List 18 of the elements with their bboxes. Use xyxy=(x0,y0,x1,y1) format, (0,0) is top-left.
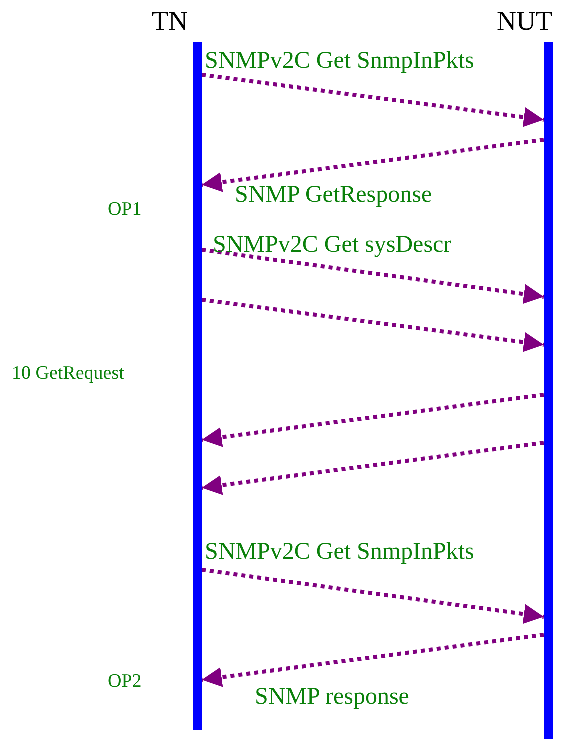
edge-label: SNMPv2C Get SnmpInPkts xyxy=(205,48,474,74)
edge-label: SNMP response xyxy=(255,684,410,710)
lifeline-heading: NUT xyxy=(497,6,552,36)
phase-label: OP2 xyxy=(108,671,142,693)
message-arrow xyxy=(202,633,544,688)
lifeline-heading: TN xyxy=(152,6,188,36)
message-arrow xyxy=(202,393,544,448)
message-arrow xyxy=(202,298,544,352)
message-arrow xyxy=(202,441,544,496)
phase-label: OP1 xyxy=(108,199,142,221)
message-arrow xyxy=(202,568,544,624)
message-arrow xyxy=(202,248,544,304)
message-arrow xyxy=(202,73,544,128)
message-arrow xyxy=(202,138,544,192)
edge-label: SNMPv2C Get SnmpInPkts xyxy=(205,539,474,565)
phase-label: 10 GetRequest xyxy=(12,363,124,385)
edge-label: SNMPv2C Get sysDescr xyxy=(213,232,452,258)
edge-label: SNMP GetResponse xyxy=(235,182,432,208)
